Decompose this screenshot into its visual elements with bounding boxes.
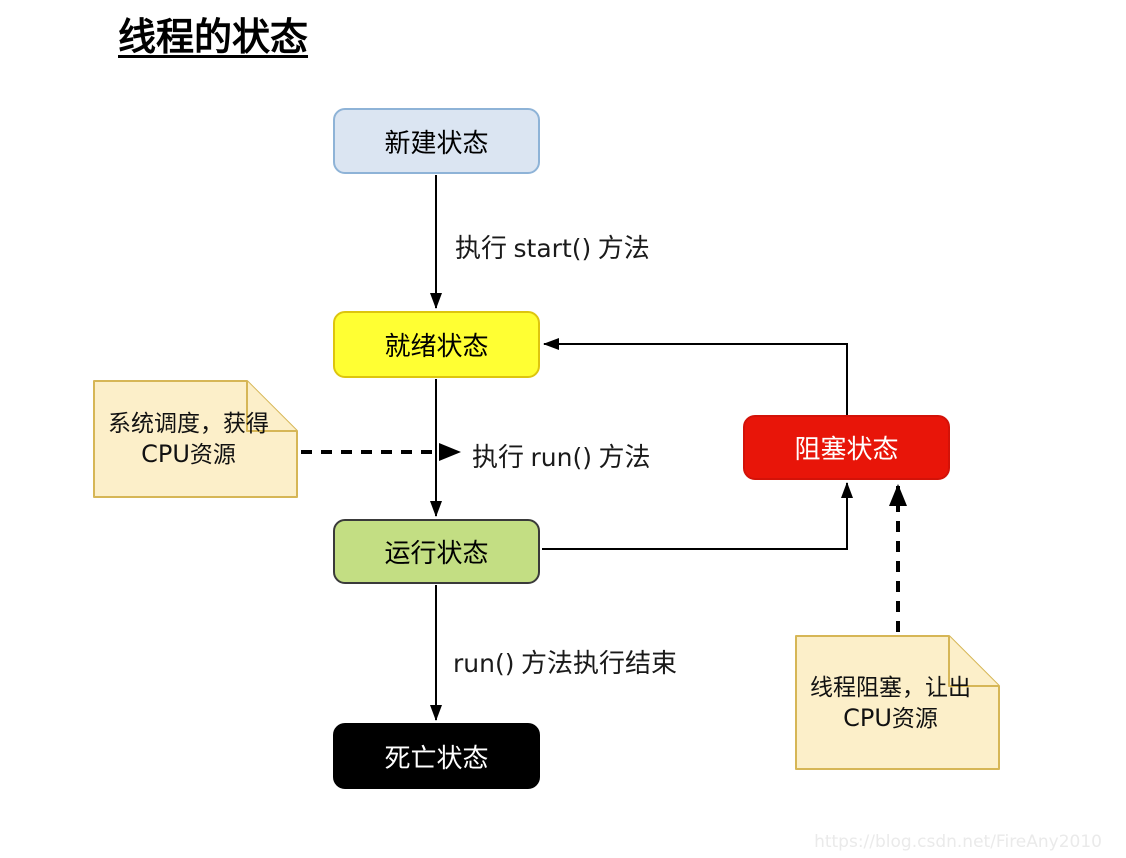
node-new-state: 新建状态: [333, 108, 540, 174]
note-cpu-label: CPU: [141, 440, 190, 468]
note-shape: [795, 635, 1000, 770]
note-resource-label: 资源: [891, 705, 938, 731]
note-thread-blocked: 线程阻塞，让出 CPU资源: [795, 635, 1000, 770]
edge-label-start-post: 方法: [591, 234, 650, 263]
note-cpu-label: CPU: [843, 703, 892, 732]
edge-label-start-method: 执行 start() 方法: [455, 228, 650, 265]
node-new-state-label: 新建状态: [384, 128, 489, 158]
node-blocked-state-label: 阻塞状态: [794, 435, 899, 464]
edge-label-run-code: run(): [530, 443, 592, 472]
note-shape: [93, 380, 298, 498]
connector-running-to-blocked: [542, 482, 853, 550]
connector-blocked-to-ready: [543, 338, 848, 415]
edge-label-start-code: start(): [513, 234, 592, 263]
edge-label-end-post: 方法执行结束: [514, 649, 677, 678]
node-ready-state-label: 就绪状态: [384, 332, 489, 361]
note-system-schedule: 系统调度，获得 CPU资源: [93, 380, 298, 498]
note-line: CPU资源: [141, 439, 236, 470]
note-line: CPU资源: [843, 703, 938, 734]
note-line: 线程阻塞，让出: [810, 674, 971, 700]
node-ready-state: 就绪状态: [333, 311, 540, 378]
node-running-state: 运行状态: [333, 519, 540, 584]
node-blocked-state: 阻塞状态: [743, 415, 950, 480]
node-dead-state-label: 死亡状态: [384, 743, 489, 773]
edge-label-start-pre: 执行: [455, 234, 514, 263]
node-dead-state: 死亡状态: [333, 723, 540, 789]
note-line: 系统调度，获得: [108, 411, 269, 436]
edge-label-run-method: 执行 run() 方法: [472, 437, 651, 474]
edge-label-end-code: run(): [453, 649, 515, 678]
page-title: 线程的状态: [118, 17, 309, 59]
note-resource-label: 资源: [189, 442, 236, 467]
watermark-url: https://blog.csdn.net/FireAny2010: [814, 832, 1102, 852]
node-running-state-label: 运行状态: [384, 539, 489, 568]
edge-label-run-end: run() 方法执行结束: [453, 643, 677, 680]
note-thread-blocked-text: 线程阻塞，让出 CPU资源: [795, 635, 1000, 770]
edge-label-run-post: 方法: [592, 443, 651, 472]
note-system-schedule-text: 系统调度，获得 CPU资源: [93, 380, 298, 498]
edge-label-run-pre: 执行: [472, 443, 531, 472]
